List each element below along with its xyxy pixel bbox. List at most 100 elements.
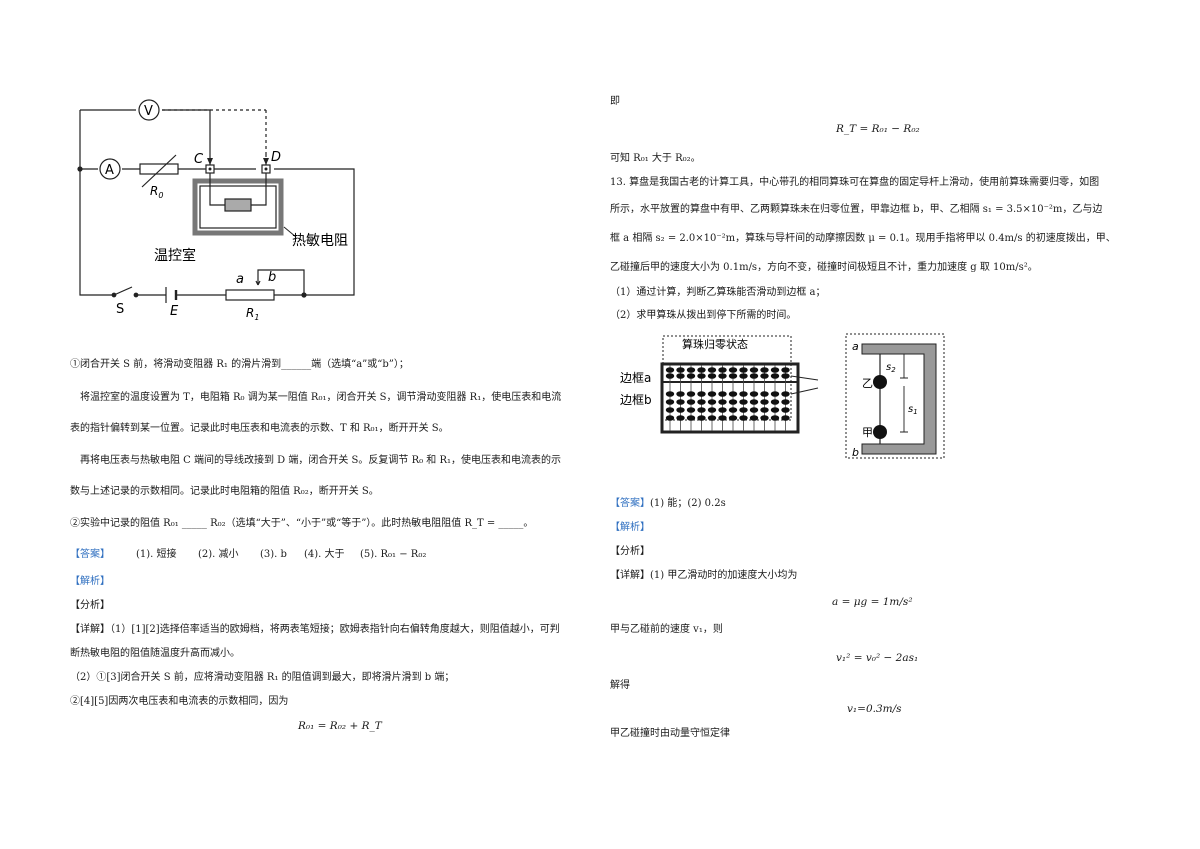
abacus-bead bbox=[665, 407, 675, 413]
abacus-bead bbox=[749, 373, 759, 379]
abacus-bead bbox=[665, 399, 675, 405]
q2-text: ②实验中记录的阻值 R₀₁ _____ R₀₂（选填“大于”、“小于”或“等于”… bbox=[70, 518, 534, 529]
abacus-bead bbox=[739, 407, 748, 413]
detail-line-1: 【详解】（1）[1][2]选择倍率适当的欧姆档，将两表笔短接；欧姆表指针向右偏转… bbox=[70, 624, 560, 635]
abacus-title: 算珠归零状态 bbox=[682, 337, 748, 351]
abacus-bead bbox=[707, 373, 717, 379]
label-d: D bbox=[271, 150, 281, 165]
q13-line4: 乙碰撞后甲的速度大小为 0.1m/s，方向不变，碰撞时间极短且不计，重力加速度 … bbox=[610, 262, 1038, 273]
abacus-bead bbox=[760, 391, 769, 397]
circuit-diagram: V A C D R0 热敏电阻 温控室 a b S E R1 bbox=[77, 99, 355, 322]
detail-right-2: 甲与乙碰前的速度 v₁，则 bbox=[610, 624, 723, 635]
abacus-bead bbox=[665, 373, 675, 379]
fenxi-left: 【分析】 bbox=[70, 600, 110, 611]
abacus-bead bbox=[665, 415, 675, 421]
abacus-bead bbox=[760, 399, 769, 405]
ji-text: 即 bbox=[610, 96, 620, 107]
label-s: S bbox=[116, 302, 124, 317]
abacus-bead bbox=[770, 373, 780, 379]
abacus-bead bbox=[707, 391, 717, 397]
answer-item-4: (4). 大于 bbox=[304, 549, 345, 560]
kezhi-text: 可知 R₀₁ 大于 R₀₂。 bbox=[610, 153, 701, 164]
abacus-bead bbox=[770, 407, 780, 413]
jia-label: 甲 bbox=[862, 426, 873, 439]
abacus-bead bbox=[665, 391, 675, 397]
abacus-bead bbox=[676, 391, 685, 397]
abacus-bead bbox=[749, 367, 759, 373]
analysis-tag-right: 【解析】 bbox=[610, 522, 650, 533]
eq-velocity: v₁² = v₀² − 2as₁ bbox=[836, 652, 919, 664]
answer-item-5: (5). R₀₁ − R₀₂ bbox=[360, 549, 427, 560]
abacus-bead bbox=[686, 391, 696, 397]
abacus-bead bbox=[781, 373, 790, 379]
frame-b-label: 边框b bbox=[620, 393, 652, 407]
abacus-bead bbox=[728, 367, 738, 373]
abacus-bead bbox=[728, 415, 738, 421]
label-r0: R0 bbox=[150, 184, 163, 200]
abacus-bead bbox=[707, 367, 717, 373]
abacus-bead bbox=[686, 415, 696, 421]
abacus-bead bbox=[686, 367, 696, 373]
wire-top-right bbox=[162, 109, 211, 155]
wire-left bbox=[79, 110, 114, 296]
abacus-bead bbox=[760, 373, 769, 379]
q13-line3: 框 a 相隔 s₂ = 2.0×10⁻²m，算珠与导杆间的动摩擦因数 μ = 0… bbox=[610, 233, 1116, 244]
abacus-bead bbox=[770, 391, 780, 397]
abacus-bead bbox=[781, 367, 790, 373]
q13-sub1: （1）通过计算，判断乙算珠能否滑动到边框 a； bbox=[610, 287, 826, 298]
label-ammeter: A bbox=[105, 163, 114, 178]
abacus-bead bbox=[697, 407, 706, 413]
answer-item-1: (1). 短接 bbox=[136, 549, 177, 560]
abacus-bead bbox=[707, 407, 717, 413]
q13-sub2: （2）求甲算珠从拨出到停下所需的时间。 bbox=[610, 310, 797, 321]
paragraph-2-line2: 表的指针偏转到某一位置。记录此时电压表和电流表的示数、T 和 R₀₁，断开开关 … bbox=[70, 423, 449, 434]
label-thermistor: 热敏电阻 bbox=[292, 233, 348, 249]
abacus-bead bbox=[697, 391, 706, 397]
abacus-bead bbox=[728, 373, 738, 379]
label-room: 温控室 bbox=[154, 247, 196, 264]
answer-tag-right: 【答案】 bbox=[610, 498, 650, 509]
abacus-bead bbox=[718, 367, 727, 373]
abacus-bead bbox=[718, 415, 727, 421]
s2-label: s2 bbox=[886, 362, 896, 374]
q1-text: ①闭合开关 S 前，将滑动变阻器 R₁ 的滑片滑到______端（选填“a”或“… bbox=[70, 359, 409, 370]
abacus-bead bbox=[728, 391, 738, 397]
q13-line2: 所示，水平放置的算盘中有甲、乙两颗算珠未在归零位置，甲靠边框 b，甲、乙相隔 s… bbox=[610, 204, 1103, 215]
wire-right bbox=[214, 168, 355, 296]
abacus-bead bbox=[697, 367, 706, 373]
abacus-bead bbox=[739, 415, 748, 421]
abacus-bead bbox=[770, 415, 780, 421]
abacus-bead bbox=[728, 407, 738, 413]
detail-right-1: 【详解】(1) 甲乙滑动时的加速度大小均为 bbox=[610, 570, 798, 581]
abacus-bead bbox=[665, 367, 675, 373]
answer-item-3: (3). b bbox=[260, 549, 287, 560]
yi-label: 乙 bbox=[862, 377, 873, 390]
label-b: b bbox=[268, 270, 276, 285]
abacus-bead bbox=[781, 407, 790, 413]
paragraph-2-line1: 将温控室的温度设置为 T，电阻箱 R₀ 调为某一阻值 R₀₁，闭合开关 S，调节… bbox=[80, 392, 562, 403]
abacus-bead bbox=[781, 391, 790, 397]
abacus-bead bbox=[707, 415, 717, 421]
abacus-bead bbox=[749, 391, 759, 397]
abacus-bead bbox=[676, 373, 685, 379]
abacus-bead bbox=[686, 373, 696, 379]
answer-line-right: 【答案】(1) 能；(2) 0.2s bbox=[610, 497, 726, 511]
detail-right-3: 甲乙碰撞时由动量守恒定律 bbox=[610, 728, 730, 739]
abacus-bead bbox=[676, 415, 685, 421]
fenxi-right: 【分析】 bbox=[610, 546, 650, 557]
formula-left: R₀₁ = R₀₂ + R_T bbox=[298, 720, 382, 732]
zoom-a-label: a bbox=[852, 340, 859, 353]
abacus-bead bbox=[749, 407, 759, 413]
answer-text-right: (1) 能；(2) 0.2s bbox=[650, 498, 726, 509]
abacus-bead bbox=[781, 415, 790, 421]
q13-line1: 13. 算盘是我国古老的计算工具，中心带孔的相同算珠可在算盘的固定导杆上滑动，使… bbox=[610, 177, 1100, 188]
abacus-bead bbox=[739, 399, 748, 405]
abacus-bead bbox=[739, 373, 748, 379]
abacus-bead bbox=[770, 399, 780, 405]
answer-item-2: (2). 减小 bbox=[198, 549, 239, 560]
detail-line-3: （2）①[3]闭合开关 S 前，应将滑动变阻器 R₁ 的阻值调到最大，即将滑片滑… bbox=[70, 672, 455, 683]
detail-line-2: 断热敏电阻的阻值随温度升高而减小。 bbox=[70, 648, 240, 659]
abacus-bead bbox=[760, 415, 769, 421]
abacus-bead bbox=[686, 399, 696, 405]
abacus-diagram: 算珠归零状态 边框a 边框b a b s2 s1 乙 甲 bbox=[620, 333, 945, 459]
